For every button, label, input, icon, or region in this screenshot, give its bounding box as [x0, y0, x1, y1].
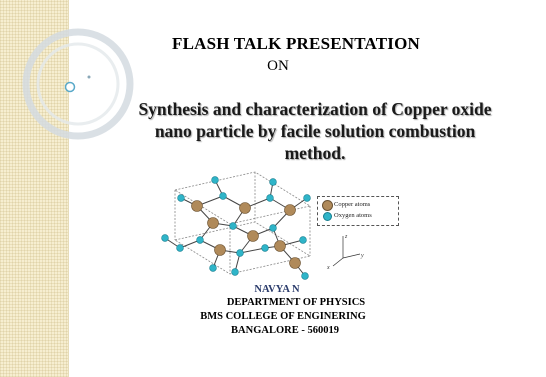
subtitle-line-1: Synthesis and characterization of Copper… — [138, 99, 492, 119]
oxygen-swatch-icon — [323, 212, 332, 221]
axis-y-label: y — [360, 253, 364, 259]
author-college: BMS COLLEGE OF ENGINERING — [200, 311, 366, 322]
legend-oxygen-label: Oxygen atoms — [334, 212, 372, 219]
copper-swatch-icon — [322, 200, 333, 211]
axis-z-label: z — [344, 234, 348, 240]
subtitle-line-2: nano particle by facile solution combust… — [154, 121, 476, 141]
axis-x-label: x — [326, 265, 330, 271]
author-city: BANGALORE - 560019 — [231, 325, 339, 336]
crystal-structure-figure: z y x — [161, 171, 364, 280]
presentation-heading: FLASH TALK PRESENTATION — [171, 34, 420, 53]
decorative-rings — [22, 28, 134, 140]
copper-atoms — [191, 200, 301, 269]
oxygen-atoms — [161, 176, 311, 280]
presentation-subtitle: Synthesis and characterization of Copper… — [85, 98, 545, 164]
author-department: DEPARTMENT OF PHYSICS — [226, 297, 366, 308]
presentation-heading-on: ON — [267, 58, 289, 74]
legend-copper-label: Copper atoms — [334, 201, 371, 208]
unit-cell-frame — [173, 171, 312, 275]
figure-legend: Copper atoms Oxygen atoms — [317, 196, 399, 226]
accent-dot-icon — [64, 81, 76, 93]
axis-indicator: z y x — [326, 234, 364, 271]
subtitle-line-3: method. — [284, 143, 346, 163]
author-name: NAVYA N — [254, 284, 300, 295]
